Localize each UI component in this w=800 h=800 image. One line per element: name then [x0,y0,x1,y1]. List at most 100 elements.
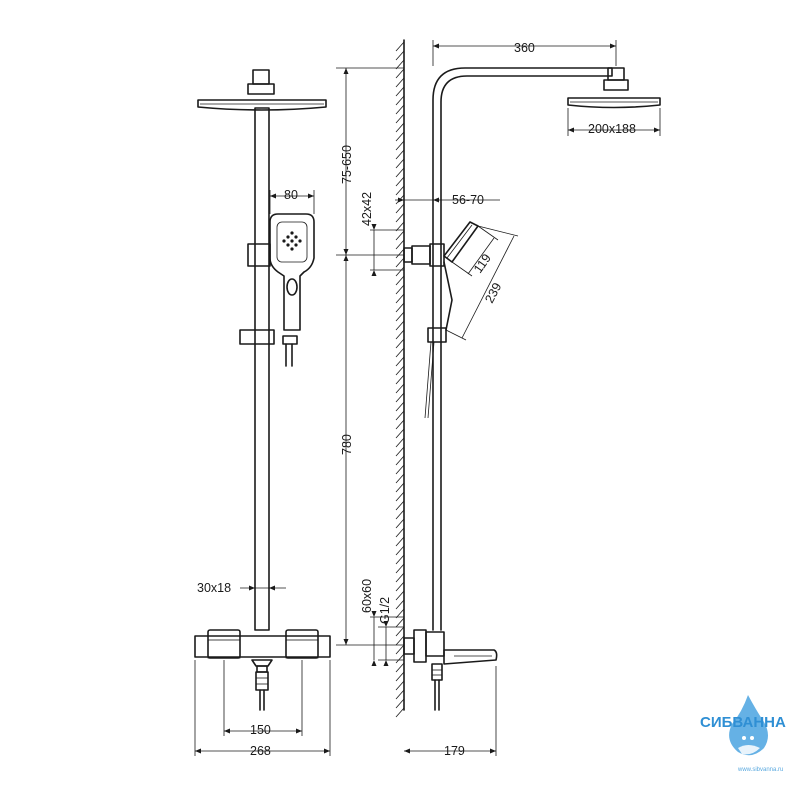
hose-side [424,341,435,419]
hatch-line [395,518,405,529]
hatch-line [395,374,405,385]
label-60x60: 60x60 [360,579,374,613]
dim-head-size: 200x188 [567,108,661,136]
label-g1-2: G1/2 [378,597,392,624]
hatch-line [395,455,405,466]
hatch-line [395,167,405,178]
vertical-dimensions: 75-650 780 42x42 60x60 G1/2 [336,67,404,666]
hatch-line [395,599,405,610]
hose-stub [285,343,293,367]
hatch-line [395,527,405,538]
hatch-line [395,257,405,268]
hatch-line [395,230,405,241]
hatch-line [395,482,405,493]
right-handle [285,629,319,659]
hatch-line [395,572,405,583]
bath-spout [443,649,498,665]
label-80: 80 [284,188,298,202]
hatch-line [395,356,405,367]
hatch-line [395,473,405,484]
hand-hose [443,261,453,331]
hatch-line [395,437,405,448]
hatch-line [395,428,405,439]
hatch-line [395,500,405,511]
dim-hand-shower-width: 80 [269,188,315,214]
label-200x188: 200x188 [588,122,636,136]
left-handle [207,629,241,659]
hatch-line [395,383,405,394]
hatch-line [395,329,405,340]
hatch-line [395,41,405,52]
hatch-line [395,248,405,259]
hatch-line [395,266,405,277]
label-780: 780 [340,434,354,455]
hatch-line [395,149,405,160]
bathtub-icon [738,745,760,755]
dim-inlet-spacing: 150 [223,660,303,737]
water-drop-icon [729,695,768,756]
hatch-line [395,221,405,232]
lower-holder [239,329,275,345]
dim-wall-distance: 56-70 [395,193,500,207]
hatch-line [395,554,405,565]
wall-bracket-upper [403,247,413,263]
riser-pipe [254,107,270,631]
left-handle-base [207,639,241,659]
slider-holder [427,327,447,343]
hatch-line [395,446,405,457]
overhead-head-side [567,97,661,109]
label-150: 150 [250,723,271,737]
hatch-line [395,203,405,214]
hatch-line [395,698,405,709]
right-handle-base [285,639,319,659]
bracket-clamp [429,243,445,267]
hatch-line [395,185,405,196]
hand-shower-side [443,221,479,263]
hatch-line [395,302,405,313]
hatch-line [395,86,405,97]
hatch-line [395,581,405,592]
hatch-line [395,176,405,187]
label-56-70: 56-70 [452,193,484,207]
hatch-line [395,284,405,295]
inlet-fitting [413,629,427,663]
arm-connector [607,67,625,81]
hatch-line [395,617,405,628]
dim-mixer-width: 268 [194,660,331,758]
mode-button [286,278,298,296]
hatch-line [395,662,405,673]
outlet-hose [259,689,265,711]
hatch-line [395,590,405,601]
label-239: 239 [482,280,504,305]
label-360: 360 [514,41,535,55]
mixer-side-body [425,631,445,657]
hatch-line [395,563,405,574]
hatch-line [395,50,405,61]
hatch-line [395,644,405,655]
hatch-line [395,680,405,691]
hatch-line [395,635,405,646]
overhead-arm [432,67,613,631]
hatch-line [395,509,405,520]
mixer-body [194,635,331,658]
label-30x18: 30x18 [197,581,231,595]
front-view: 80 30x18 150 268 [194,69,331,758]
hatch-line [395,626,405,637]
hatch-line [395,491,405,502]
hatch-line [395,122,405,133]
side-view: 360 200x188 56-70 119 239 [395,39,661,758]
spout-neck [256,665,268,673]
hatch-line [395,95,405,106]
brand-logo: СИБВАННА www.sibvanna.ru [700,695,786,773]
hatch-line [395,311,405,322]
hatch-line [395,293,405,304]
hose-outlet [255,671,269,691]
dim-arm-length: 360 [432,40,617,66]
label-179: 179 [444,744,465,758]
hatch-line [395,671,405,682]
label-119: 119 [471,251,494,275]
bracket-arm [411,245,431,265]
hatch-line [395,113,405,124]
hatch-line [395,365,405,376]
